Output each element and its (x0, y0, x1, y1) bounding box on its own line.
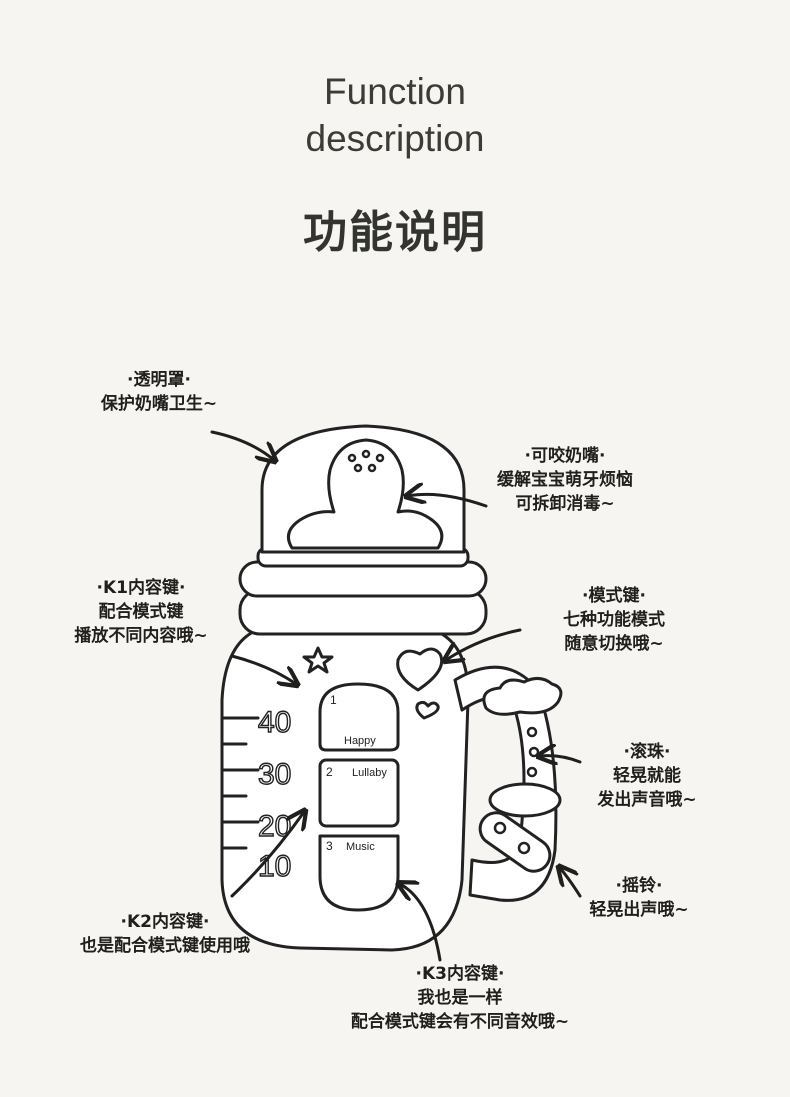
k2-number: 2 (326, 765, 333, 779)
label-cover: ·透明罩·保护奶嘴卫生~ (74, 368, 244, 416)
graduation-mark: 10 (258, 850, 291, 883)
k1-text: Happy (344, 735, 376, 747)
arrow-cover (212, 432, 274, 460)
label-k3: ·K3内容键·我也是一样配合模式键会有不同音效哦~ (300, 962, 620, 1034)
label-k2: ·K2内容键·也是配合模式键使用哦 (40, 910, 290, 958)
bead (528, 768, 536, 776)
k2-text: Lullaby (352, 767, 387, 779)
bead (530, 748, 538, 756)
label-rattle: ·摇铃·轻晃出声哦~ (574, 874, 704, 922)
k1-number: 1 (330, 693, 337, 707)
k3-number: 3 (326, 839, 333, 853)
rattle-ring (490, 784, 560, 816)
bead (528, 728, 536, 736)
label-mode: ·模式键·七种功能模式随意切换哦~ (534, 584, 694, 656)
label-beads: ·滚珠·轻晃就能发出声音哦~ (582, 740, 712, 812)
label-nipple: ·可咬奶嘴·缓解宝宝萌牙烦恼可拆卸消毒~ (460, 444, 670, 516)
k3-text: Music (346, 841, 375, 853)
graduation-mark: 40 (258, 706, 291, 739)
label-k1: ·K1内容键·配合模式键播放不同内容哦~ (46, 576, 236, 648)
graduation-mark: 30 (258, 758, 291, 791)
